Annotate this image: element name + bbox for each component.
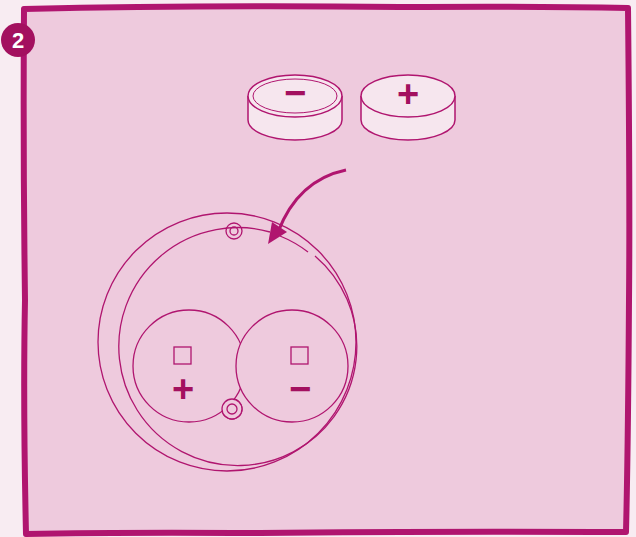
polarity-sign: − [289, 370, 311, 408]
polarity-sign: + [172, 370, 194, 408]
polarity-sign: + [397, 75, 419, 113]
coin-battery [361, 75, 455, 140]
battery-compartment [98, 213, 357, 471]
polarity-sign: − [284, 74, 306, 112]
panel-border [24, 6, 630, 534]
step-number: 2 [12, 30, 24, 52]
insert-arrow [278, 170, 346, 232]
step-badge [1, 23, 35, 57]
coin-battery [248, 75, 342, 140]
arrow-head [268, 222, 287, 244]
